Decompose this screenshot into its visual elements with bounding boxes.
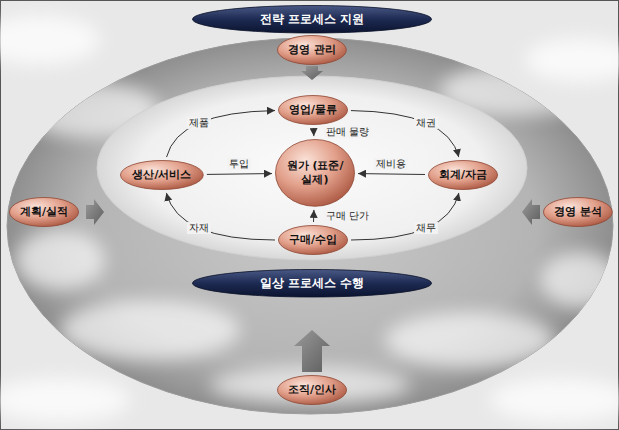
text-holder: 영업/물류 <box>278 95 348 125</box>
text-holder: 원가 (표준/실제) <box>275 139 355 207</box>
module-label: 경영 분석 <box>554 205 602 219</box>
text-holder: 회계/자금 <box>428 160 498 190</box>
sphere-shape <box>278 96 347 125</box>
text-holder: 구매/수입 <box>278 225 348 255</box>
module-label: 경영 관리 <box>288 43 336 57</box>
right-arrow <box>86 199 104 225</box>
process-band: 일상 프로세스 수행 <box>192 269 432 298</box>
module-sphere: 계획/실적 <box>9 197 79 227</box>
text-holder: 경영 관리 <box>277 35 347 65</box>
flow-label: 채무 <box>414 222 438 234</box>
sphere-shape <box>9 198 78 227</box>
module-sphere: 경영 관리 <box>277 35 347 65</box>
text-holder: 전략 프로세스 지원 <box>192 5 432 34</box>
flow-label: 제품 <box>187 117 211 129</box>
module-sphere: 구매/수입 <box>278 225 348 255</box>
module-sphere: 영업/물류 <box>278 95 348 125</box>
text-holder: 일상 프로세스 수행 <box>192 269 432 298</box>
up-arrow <box>294 330 330 372</box>
module-label: 생산/서비스 <box>132 168 191 182</box>
text-holder: 계획/실적 <box>9 197 79 227</box>
text-holder: 생산/서비스 <box>120 160 204 190</box>
process-band: 전략 프로세스 지원 <box>192 5 432 34</box>
flow-label: 채권 <box>414 117 438 129</box>
flow-arrow <box>358 173 425 175</box>
sphere-shape <box>121 161 204 190</box>
clouds <box>15 64 619 403</box>
flow-arrow <box>313 210 314 222</box>
sphere-shape <box>277 376 346 405</box>
flow-arrow <box>207 173 272 175</box>
band-ellipse <box>193 269 432 297</box>
text-holder: 조직/인사 <box>277 375 347 405</box>
flow-label: 판매 물량 <box>324 126 371 138</box>
module-sphere: 경영 분석 <box>543 197 613 227</box>
sphere-shape <box>276 140 355 207</box>
band-ellipse <box>193 5 432 33</box>
module-sphere: 회계/자금 <box>428 160 498 190</box>
band-title: 전략 프로세스 지원 <box>260 12 364 27</box>
module-label: 원가 (표준/실제) <box>282 159 348 187</box>
module-sphere: 조직/인사 <box>277 375 347 405</box>
flow-arrow <box>167 111 275 158</box>
module-sphere: 원가 (표준/실제) <box>275 139 355 207</box>
outer-clouds <box>0 15 619 422</box>
flow-arrow <box>166 193 275 240</box>
module-label: 계획/실적 <box>20 205 68 219</box>
module-sphere: 생산/서비스 <box>120 160 204 190</box>
text-holder: 경영 분석 <box>543 197 613 227</box>
module-label: 조직/인사 <box>288 383 336 397</box>
down-arrow <box>301 66 323 80</box>
band-title: 일상 프로세스 수행 <box>260 276 364 291</box>
sphere-shape <box>278 36 347 65</box>
module-label: 회계/자금 <box>439 168 487 182</box>
inner-ellipse <box>97 76 527 260</box>
sphere-shape <box>428 161 497 190</box>
outer-ellipse <box>7 38 613 414</box>
flow-label: 구매 단가 <box>324 210 371 222</box>
sphere-shape <box>544 198 613 227</box>
module-label: 영업/물류 <box>289 103 337 117</box>
module-label: 구매/수입 <box>289 233 337 247</box>
flow-arrow <box>313 128 314 136</box>
left-arrow <box>522 199 540 225</box>
flow-label: 제비용 <box>374 158 408 170</box>
flow-label: 투입 <box>227 158 251 170</box>
sphere-shape <box>278 226 347 255</box>
flow-label: 자재 <box>187 222 211 234</box>
